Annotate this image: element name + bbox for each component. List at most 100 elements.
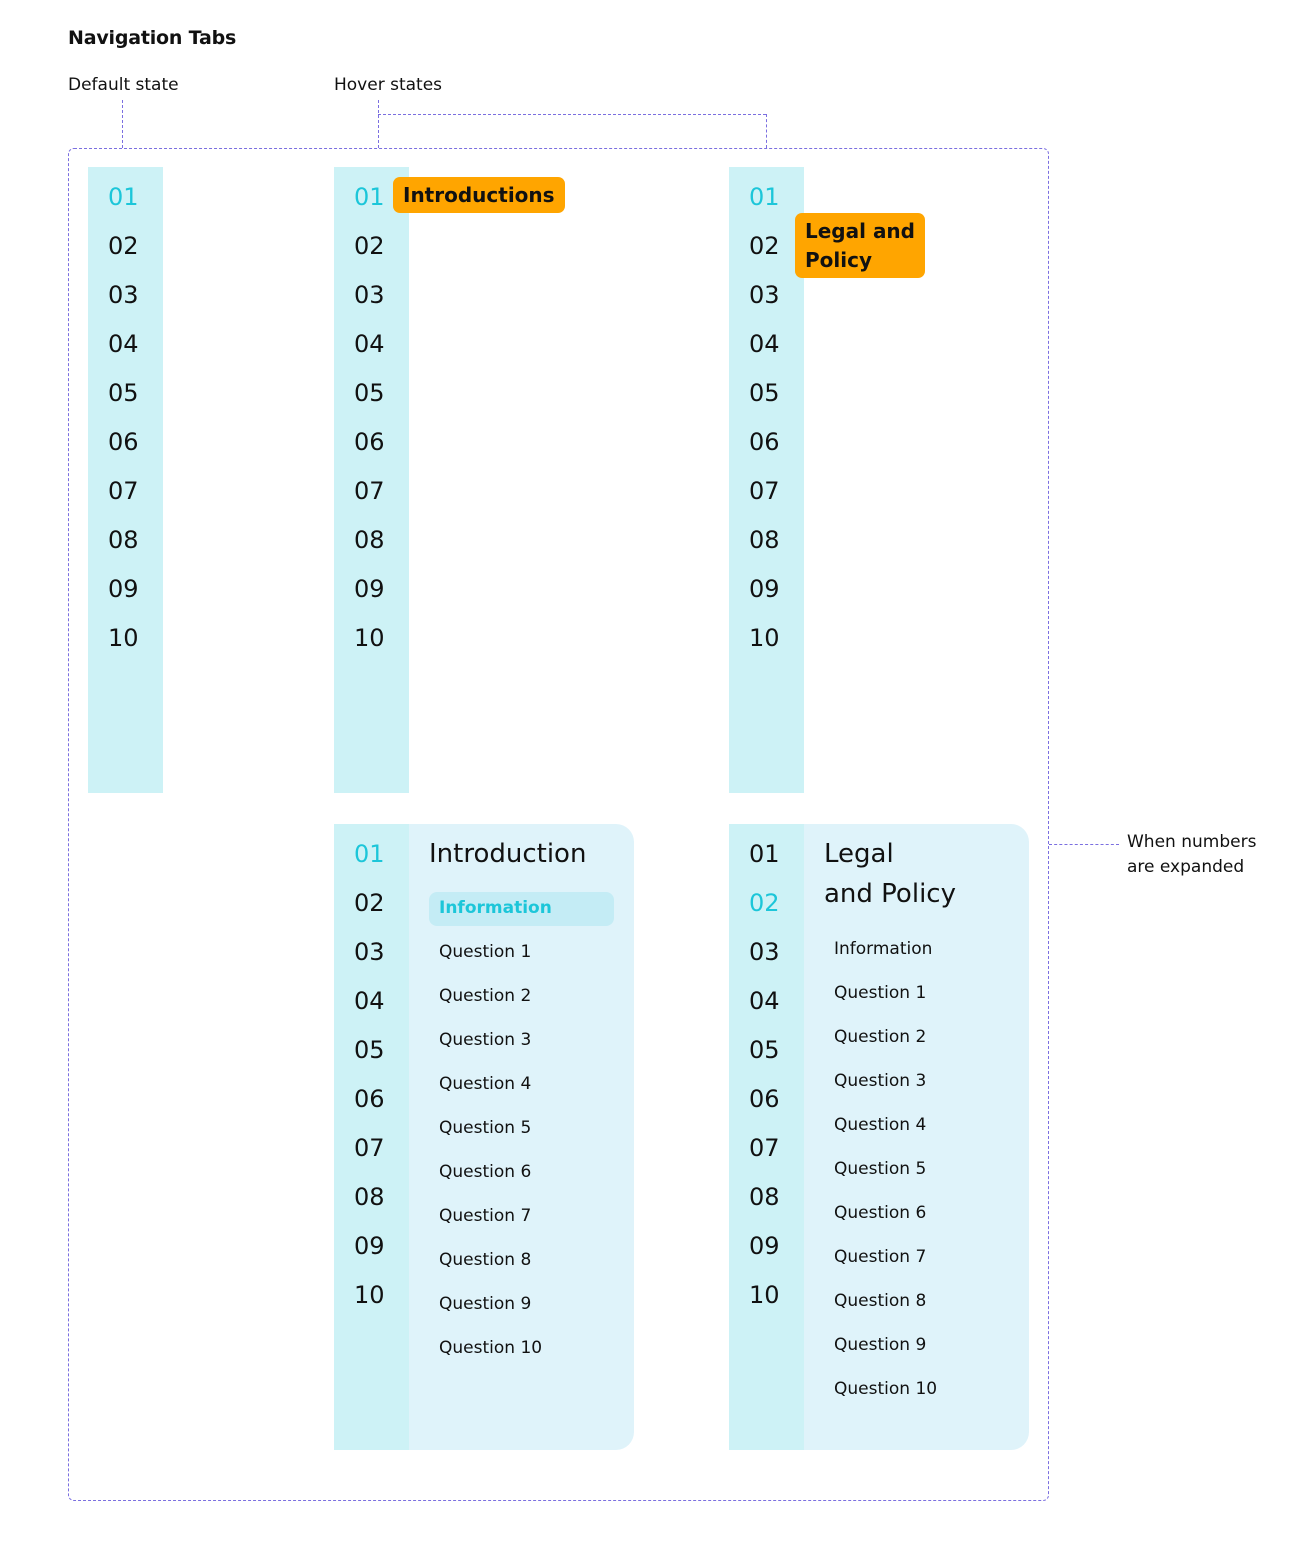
sub-item-question-1[interactable]: Question 1 [834, 983, 927, 1003]
nav-number-04[interactable]: 04 [108, 330, 139, 358]
nav-number-01[interactable]: 01 [354, 183, 385, 211]
tooltip-line1: Legal and [805, 219, 915, 243]
page-title: Navigation Tabs [68, 27, 237, 49]
nav-number-06[interactable]: 06 [354, 428, 385, 456]
nav-number-04[interactable]: 04 [354, 987, 385, 1015]
nav-number-10[interactable]: 10 [108, 624, 139, 652]
nav-number-01[interactable]: 01 [749, 183, 780, 211]
sub-item-question-3[interactable]: Question 3 [834, 1071, 927, 1091]
hover-tooltip-intro: Introductions [393, 177, 565, 213]
sub-item-question-7[interactable]: Question 7 [439, 1206, 532, 1226]
expanded-panel-intro: 01 02 03 04 05 06 07 08 09 10 Introduction Inform… [334, 824, 634, 1450]
nav-number-05[interactable]: 05 [108, 379, 139, 407]
nav-number-08[interactable]: 08 [749, 1183, 780, 1211]
tooltip-line2: Policy [805, 248, 873, 272]
nav-number-03[interactable]: 03 [749, 938, 780, 966]
section-title: Legal and Policy [824, 834, 956, 914]
hover-connector-bar [378, 114, 766, 115]
nav-number-05[interactable]: 05 [354, 1036, 385, 1064]
sub-item-question-5[interactable]: Question 5 [439, 1118, 532, 1138]
default-connector [122, 100, 123, 148]
nav-number-10[interactable]: 10 [354, 1281, 385, 1309]
nav-number-05[interactable]: 05 [354, 379, 385, 407]
nav-number-09[interactable]: 09 [354, 575, 385, 603]
default-state-label: Default state [68, 75, 179, 95]
sub-item-question-2[interactable]: Question 2 [834, 1027, 927, 1047]
panel-rail: 01 02 03 04 05 06 07 08 09 10 [334, 824, 409, 1450]
nav-number-10[interactable]: 10 [354, 624, 385, 652]
nav-number-10[interactable]: 10 [749, 1281, 780, 1309]
nav-number-08[interactable]: 08 [354, 526, 385, 554]
sub-item-question-6[interactable]: Question 6 [439, 1162, 532, 1182]
nav-number-03[interactable]: 03 [749, 281, 780, 309]
nav-number-08[interactable]: 08 [354, 1183, 385, 1211]
hover-connector-left [378, 100, 379, 148]
nav-number-02[interactable]: 02 [354, 232, 385, 260]
panel-rail: 01 02 03 04 05 06 07 08 09 10 [729, 824, 804, 1450]
sub-item-question-3[interactable]: Question 3 [439, 1030, 532, 1050]
sub-item-question-4[interactable]: Question 4 [834, 1115, 927, 1135]
sub-item-question-4[interactable]: Question 4 [439, 1074, 532, 1094]
annotation-frame [68, 148, 1049, 1501]
nav-rail-default: 01 02 03 04 05 06 07 08 09 10 [88, 167, 163, 793]
hover-connector-right [766, 114, 767, 148]
sub-item-question-1[interactable]: Question 1 [439, 942, 532, 962]
nav-number-02[interactable]: 02 [354, 889, 385, 917]
nav-number-07[interactable]: 07 [354, 477, 385, 505]
sub-item-question-6[interactable]: Question 6 [834, 1203, 927, 1223]
expanded-panel-legal: 01 02 03 04 05 06 07 08 09 10 Legal and Policy In… [729, 824, 1029, 1450]
nav-number-09[interactable]: 09 [108, 575, 139, 603]
nav-number-04[interactable]: 04 [749, 330, 780, 358]
nav-number-07[interactable]: 07 [354, 1134, 385, 1162]
expanded-note-line1: When numbers [1127, 832, 1257, 852]
nav-rail-hover-legal: 01 02 03 04 05 06 07 08 09 10 [729, 167, 804, 793]
nav-number-09[interactable]: 09 [749, 575, 780, 603]
nav-number-07[interactable]: 07 [108, 477, 139, 505]
active-item-highlight [429, 892, 614, 926]
nav-number-07[interactable]: 07 [749, 1134, 780, 1162]
sub-item-question-5[interactable]: Question 5 [834, 1159, 927, 1179]
nav-number-04[interactable]: 04 [354, 330, 385, 358]
sub-item-question-8[interactable]: Question 8 [439, 1250, 532, 1270]
nav-number-03[interactable]: 03 [354, 281, 385, 309]
sub-item-question-10[interactable]: Question 10 [439, 1338, 543, 1358]
sub-item-question-9[interactable]: Question 9 [834, 1335, 927, 1355]
nav-number-04[interactable]: 04 [749, 987, 780, 1015]
nav-number-02[interactable]: 02 [108, 232, 139, 260]
nav-number-05[interactable]: 05 [749, 379, 780, 407]
sub-item-information[interactable]: Information [439, 898, 552, 918]
nav-number-03[interactable]: 03 [354, 938, 385, 966]
section-title-line2: and Policy [824, 879, 956, 909]
nav-number-03[interactable]: 03 [108, 281, 139, 309]
nav-number-01[interactable]: 01 [108, 183, 139, 211]
expanded-note: When numbers are expanded [1127, 830, 1256, 880]
sub-item-information[interactable]: Information [834, 939, 933, 959]
nav-number-09[interactable]: 09 [749, 1232, 780, 1260]
nav-number-05[interactable]: 05 [749, 1036, 780, 1064]
nav-number-01[interactable]: 01 [354, 840, 385, 868]
nav-number-01[interactable]: 01 [749, 840, 780, 868]
sub-item-question-2[interactable]: Question 2 [439, 986, 532, 1006]
nav-rail-hover-intro: 01 02 03 04 05 06 07 08 09 10 [334, 167, 409, 793]
sub-item-question-8[interactable]: Question 8 [834, 1291, 927, 1311]
hover-states-label: Hover states [334, 75, 443, 95]
nav-number-06[interactable]: 06 [354, 1085, 385, 1113]
section-title: Introduction [429, 839, 587, 869]
nav-number-08[interactable]: 08 [749, 526, 780, 554]
nav-number-06[interactable]: 06 [749, 428, 780, 456]
nav-number-06[interactable]: 06 [749, 1085, 780, 1113]
hover-tooltip-legal: Legal and Policy [795, 213, 925, 278]
nav-number-06[interactable]: 06 [108, 428, 139, 456]
sub-item-question-10[interactable]: Question 10 [834, 1379, 938, 1399]
nav-number-10[interactable]: 10 [749, 624, 780, 652]
nav-number-02[interactable]: 02 [749, 232, 780, 260]
nav-number-07[interactable]: 07 [749, 477, 780, 505]
nav-number-09[interactable]: 09 [354, 1232, 385, 1260]
sub-item-question-7[interactable]: Question 7 [834, 1247, 927, 1267]
expanded-note-line2: are expanded [1127, 857, 1245, 877]
nav-number-02[interactable]: 02 [749, 889, 780, 917]
sub-item-question-9[interactable]: Question 9 [439, 1294, 532, 1314]
expanded-connector [1049, 844, 1119, 845]
nav-number-08[interactable]: 08 [108, 526, 139, 554]
section-title-line1: Legal [824, 839, 894, 869]
